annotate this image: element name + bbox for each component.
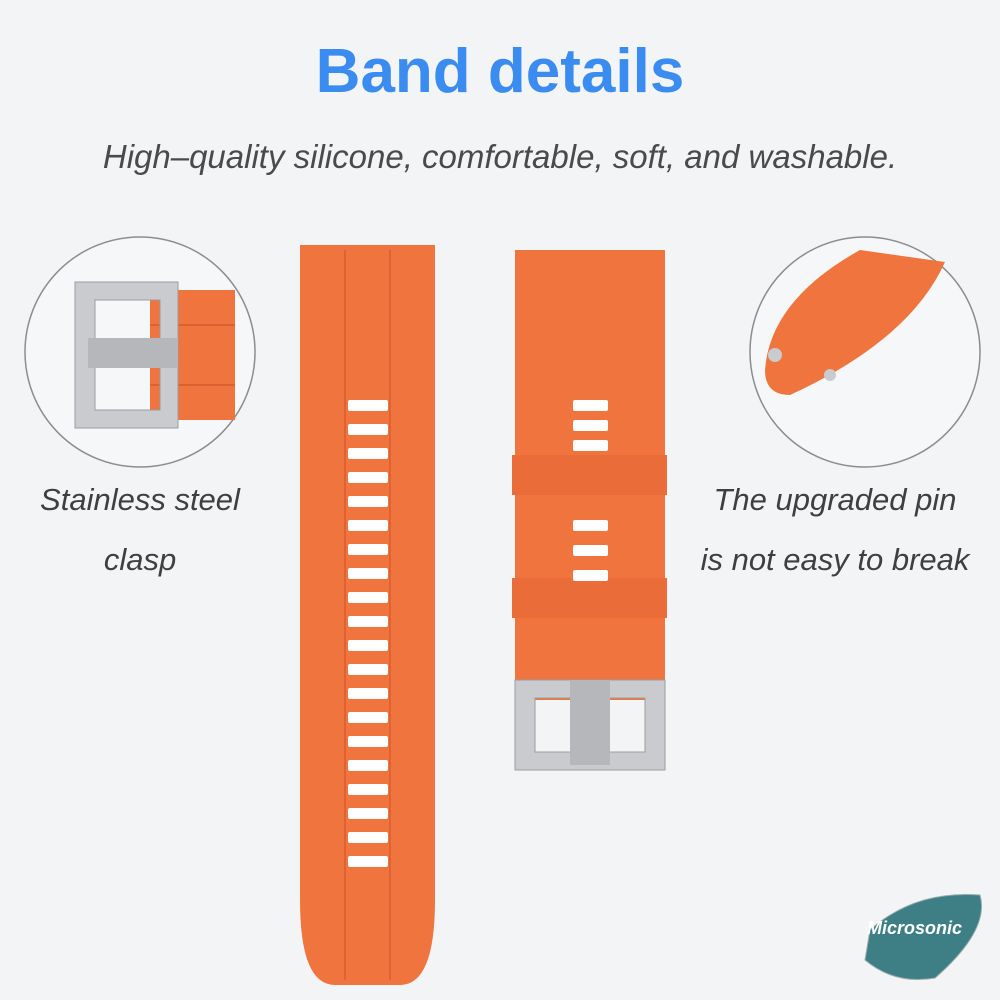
pin-detail-circle [749,236,981,468]
band-hole [348,640,388,651]
band-hole [348,496,388,507]
band-hole [348,544,388,555]
band-hole [348,616,388,627]
band-hole [348,688,388,699]
brand-logo-text: Microsonic [867,918,963,938]
band-hole [348,832,388,843]
band-hole [573,570,608,581]
clasp-detail-circle [24,236,256,468]
pin-caption: The upgraded pin is not easy to break [680,470,990,590]
pin-caption-line1: The upgraded pin [713,482,957,517]
band-hole [573,440,608,451]
clasp-caption-line2: clasp [103,542,177,577]
band-hole [348,568,388,579]
band-hole [348,592,388,603]
pin-caption-line2: is not easy to break [700,542,970,577]
subtitle: High–quality silicone, comfortable, soft… [102,138,898,175]
band-hole [573,520,608,531]
band-hole [348,808,388,819]
band-hole [348,520,388,531]
band-hole [348,736,388,747]
page-title: Band details [315,37,685,106]
band-hole [348,448,388,459]
buckle-band-strap [512,250,667,771]
band-hole [348,856,388,867]
long-band-strap [300,245,435,985]
band-hole [573,545,608,556]
band-hole [348,424,388,435]
band-hole [348,664,388,675]
band-hole [348,400,388,411]
clasp-caption: Stainless steel clasp [10,470,270,590]
band-hole [348,472,388,483]
band-hole [348,712,388,723]
band-hole [348,760,388,771]
band-hole [573,420,608,431]
clasp-caption-line1: Stainless steel [40,482,240,517]
band-hole [573,400,608,411]
band-hole [348,784,388,795]
brand-logo: Microsonic [855,890,990,985]
